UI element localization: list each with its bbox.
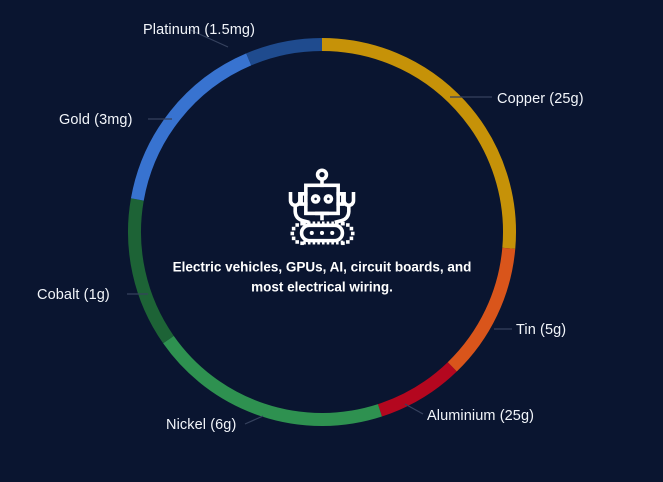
- leader-line-aluminium: [404, 403, 424, 415]
- segment-label-tin: Tin (5g): [516, 322, 567, 338]
- ring-segment-gold[interactable]: [130, 53, 252, 201]
- ring-segment-aluminium[interactable]: [377, 362, 457, 417]
- center-caption: Electric vehicles, GPUs, AI, circuit boa…: [172, 259, 472, 294]
- ring-segment-tin[interactable]: [447, 247, 516, 372]
- ring-segments: [128, 38, 516, 426]
- leader-line-nickel: [244, 415, 264, 425]
- segment-label-copper: Copper (25g): [497, 91, 584, 107]
- robot-icon: [288, 168, 356, 246]
- ring-segment-cobalt[interactable]: [128, 198, 174, 344]
- segment-label-cobalt: Cobalt (1g): [37, 287, 110, 303]
- ring-segment-nickel[interactable]: [163, 335, 382, 426]
- ring-segment-platinum[interactable]: [246, 38, 323, 66]
- segment-label-aluminium: Aluminium (25g): [427, 408, 535, 424]
- segment-label-platinum: Platinum (1.5mg): [143, 22, 255, 38]
- leader-line-platinum: [185, 27, 229, 48]
- center-content: Electric vehicles, GPUs, AI, circuit boa…: [157, 167, 487, 296]
- leader-lines: [127, 27, 512, 425]
- segment-label-gold: Gold (3mg): [59, 112, 133, 128]
- segment-label-nickel: Nickel (6g): [166, 417, 237, 433]
- ring-segment-copper[interactable]: [321, 38, 516, 249]
